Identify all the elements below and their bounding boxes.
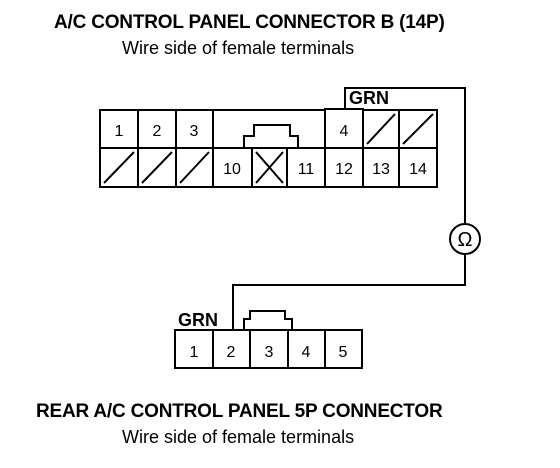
top-connector-title: A/C CONTROL PANEL CONNECTOR B (14P) — [54, 12, 445, 33]
top-terminal-1: 1 — [115, 123, 124, 140]
bottom-terminal-5: 5 — [339, 344, 348, 361]
bottom-wire-label: GRN — [178, 310, 218, 330]
top-wire-label: GRN — [349, 88, 389, 108]
top-connector-lock-tab — [243, 124, 299, 148]
bottom-connector-outline — [174, 329, 363, 369]
bottom-connector-lock-tab — [243, 310, 293, 330]
top-terminal-2: 2 — [153, 123, 162, 140]
bottom-connector-title: REAR A/C CONTROL PANEL 5P CONNECTOR — [36, 401, 443, 422]
bottom-terminal-1: 1 — [190, 344, 199, 361]
top-terminal-14: 14 — [409, 161, 427, 178]
top-connector-subtitle: Wire side of female terminals — [122, 38, 355, 58]
ohm-symbol: Ω — [458, 229, 473, 251]
top-terminal-13: 13 — [372, 161, 390, 178]
meter-wire — [232, 254, 466, 330]
top-terminal-3: 3 — [190, 123, 199, 140]
bottom-terminal-4: 4 — [302, 344, 311, 361]
top-terminal-12: 12 — [335, 161, 353, 178]
bottom-terminal-3: 3 — [265, 344, 274, 361]
top-terminal-11: 11 — [298, 161, 315, 178]
top-terminal-10: 10 — [223, 161, 241, 178]
top-terminal-4: 4 — [340, 123, 349, 140]
bottom-terminal-2: 2 — [227, 344, 236, 361]
bottom-connector-subtitle: Wire side of female terminals — [122, 427, 355, 447]
top-wire — [344, 87, 466, 224]
